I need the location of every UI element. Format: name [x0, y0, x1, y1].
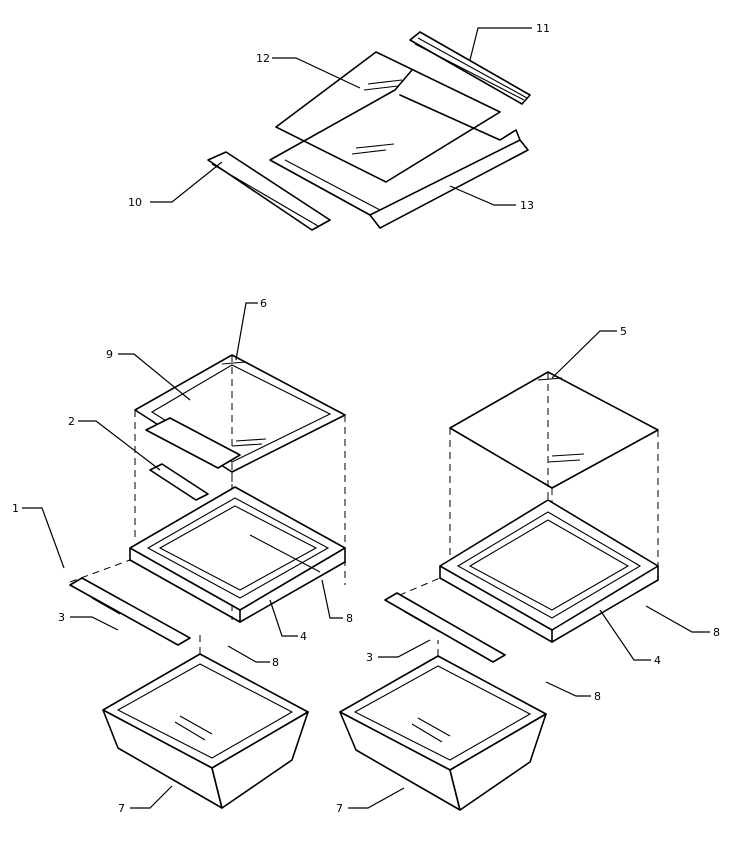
- callout-2: 2: [68, 415, 75, 428]
- callout-4-right: 4: [654, 654, 661, 667]
- part-3-front-rail-right: [384, 592, 506, 663]
- callout-11: 11: [536, 22, 550, 35]
- callout-5: 5: [620, 325, 627, 338]
- part-10-front-trim: [207, 151, 331, 231]
- part-3-front-rail-left: [69, 577, 191, 646]
- callout-12: 12: [256, 52, 270, 65]
- callout-7-left: 7: [118, 802, 125, 815]
- callout-1: 1: [12, 502, 19, 515]
- part-13-shelf-frame: [269, 69, 529, 229]
- left-crisper-assembly: [69, 354, 346, 809]
- callout-10: 10: [128, 196, 142, 209]
- left-pan-frame: [69, 486, 346, 623]
- part-7-crisper-pan-right: [339, 640, 547, 811]
- callout-4-left: 4: [300, 630, 307, 643]
- callout-8-right-lower: 8: [594, 690, 601, 703]
- callout-3-left: 3: [58, 611, 65, 624]
- part-2-support: [145, 417, 241, 501]
- callout-7-right: 7: [336, 802, 343, 815]
- right-pan-frame: [387, 499, 659, 643]
- callout-9: 9: [106, 348, 113, 361]
- callout-13: 13: [520, 199, 534, 212]
- callout-8-right-upper: 8: [713, 626, 720, 639]
- callout-8-left-lower: 8: [272, 656, 279, 669]
- callout-8-left-upper: 8: [346, 612, 353, 625]
- part-12-glass-shelf: [275, 51, 501, 183]
- leader-lines: [22, 27, 710, 809]
- part-7-crisper-pan-left: [102, 635, 309, 809]
- shelf-assembly: [207, 31, 531, 231]
- callout-labels: 11 12 10 13 6 9 2 1 3 4 8 8 5 3 4 8 8 7 …: [12, 22, 720, 815]
- right-crisper-cover: [449, 371, 659, 630]
- callout-6: 6: [260, 297, 267, 310]
- right-crisper-assembly: [339, 371, 659, 811]
- part-11-rear-trim: [409, 31, 531, 105]
- callout-3-right: 3: [366, 651, 373, 664]
